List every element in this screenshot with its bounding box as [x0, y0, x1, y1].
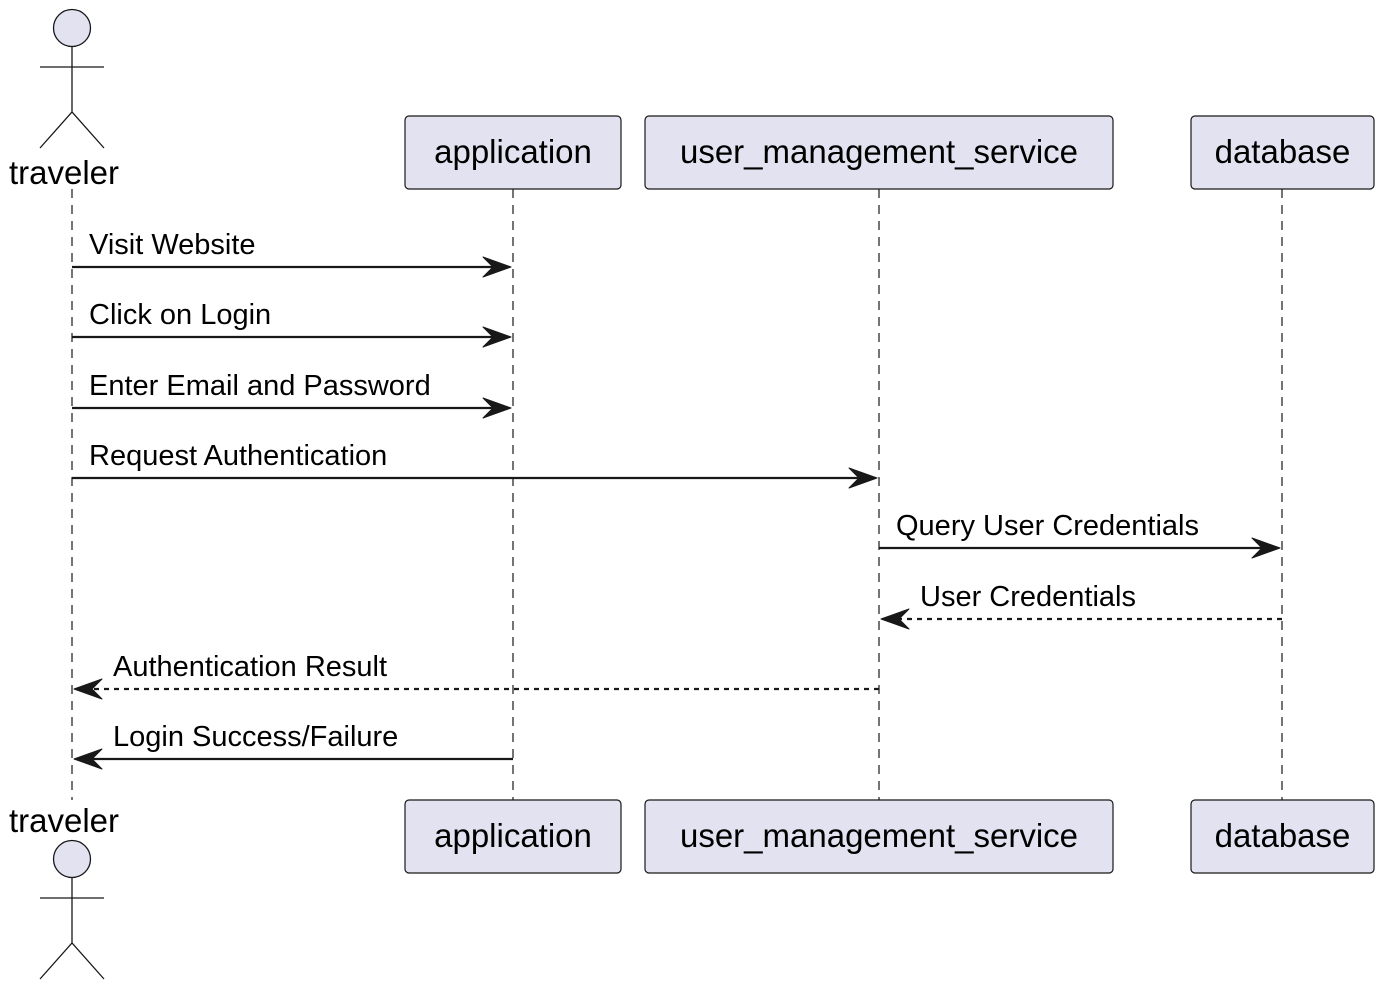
message-label: Enter Email and Password: [89, 370, 431, 402]
message-label: Click on Login: [89, 299, 271, 331]
message-8: Login Success/Failure: [73, 721, 513, 770]
participant-box: [1190, 115, 1375, 190]
message-label: Request Authentication: [89, 440, 387, 472]
participant-label: application: [434, 817, 592, 854]
participant-application-top: application: [404, 115, 622, 190]
participant-heads-bottom: traveler application user_management_servi…: [9, 799, 1375, 980]
participant-application-bottom: application: [404, 799, 622, 874]
message-label: Visit Website: [89, 229, 256, 261]
actor-traveler-top: traveler: [9, 8, 119, 191]
message-1: Visit Website: [72, 229, 512, 278]
actor-head-icon: [52, 839, 92, 879]
message-7: Authentication Result: [73, 651, 879, 700]
message-label: Query User Credentials: [896, 510, 1199, 542]
arrowhead-icon: [73, 678, 103, 700]
lifelines: [71, 189, 1283, 800]
participant-label: database: [1215, 817, 1351, 854]
participant-box: [644, 115, 1114, 190]
participant-label: user_management_service: [680, 817, 1078, 854]
participant-database-top: database: [1190, 115, 1375, 190]
actor-traveler-bottom: traveler: [9, 802, 119, 980]
message-label: Login Success/Failure: [113, 721, 398, 753]
participant-box: [644, 799, 1114, 874]
participant-box: [404, 115, 622, 190]
participant-label: application: [434, 133, 592, 170]
participant-label: user_management_service: [680, 133, 1078, 170]
arrowhead-icon: [73, 748, 103, 770]
participant-user_management_service-top: user_management_service: [644, 115, 1114, 190]
arrowhead-icon: [880, 608, 910, 630]
participant-label: database: [1215, 133, 1351, 170]
message-3: Enter Email and Password: [72, 370, 512, 419]
message-2: Click on Login: [72, 299, 512, 348]
arrowhead-icon: [482, 326, 512, 348]
arrowhead-icon: [482, 397, 512, 419]
arrowhead-icon: [848, 467, 878, 489]
message-5: Query User Credentials: [879, 510, 1281, 559]
actor-label: traveler: [9, 802, 119, 839]
actor-label: traveler: [9, 154, 119, 191]
message-4: Request Authentication: [72, 440, 878, 489]
participant-box: [1190, 799, 1375, 874]
actor-figure-icon: [39, 46, 105, 149]
actor-figure-icon: [39, 877, 105, 980]
arrowhead-icon: [482, 256, 512, 278]
participant-heads-top: traveler application user_management_servi…: [9, 8, 1375, 191]
arrowhead-icon: [1251, 537, 1281, 559]
participant-box: [404, 799, 622, 874]
message-label: User Credentials: [920, 581, 1136, 613]
actor-head-icon: [52, 8, 92, 48]
message-6: User Credentials: [880, 581, 1282, 630]
message-label: Authentication Result: [113, 651, 387, 683]
participant-database-bottom: database: [1190, 799, 1375, 874]
participant-user_management_service-bottom: user_management_service: [644, 799, 1114, 874]
